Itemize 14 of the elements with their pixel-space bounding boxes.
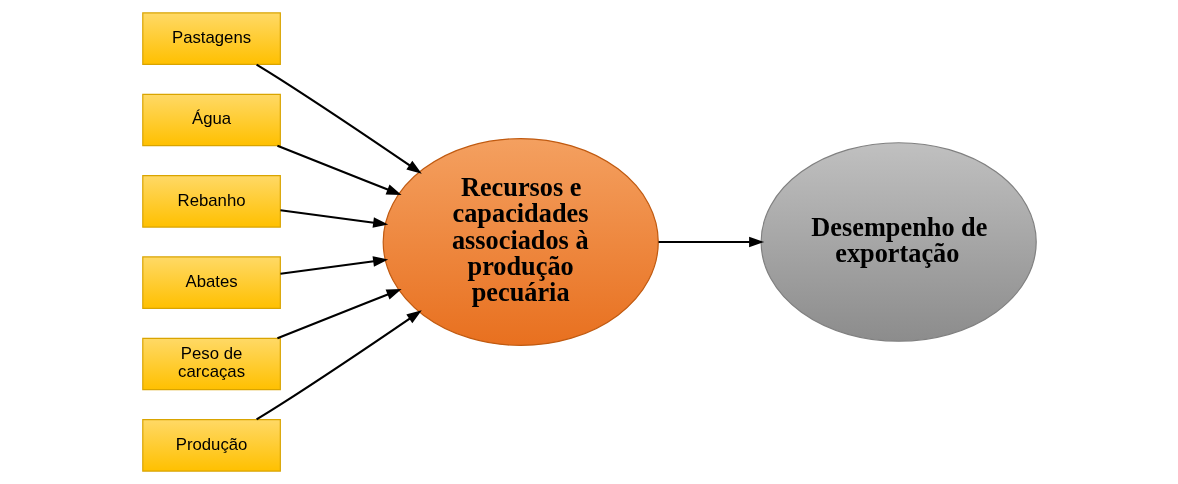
arrow	[276, 288, 402, 340]
arrow	[279, 209, 388, 228]
node-box: Peso de carcaças	[141, 337, 281, 391]
arrow	[658, 236, 764, 248]
node-box: Abates	[141, 256, 281, 309]
arrow	[255, 63, 422, 174]
arrow	[276, 144, 402, 196]
arrow	[255, 310, 422, 421]
node-box: Água	[141, 93, 281, 147]
node-box: Pastagens	[141, 12, 281, 65]
node-box: Produção	[141, 419, 281, 472]
arrow	[279, 256, 388, 275]
node-ellipse: Desempenho de exportação	[760, 142, 1037, 342]
node-box: Rebanho	[141, 175, 281, 228]
